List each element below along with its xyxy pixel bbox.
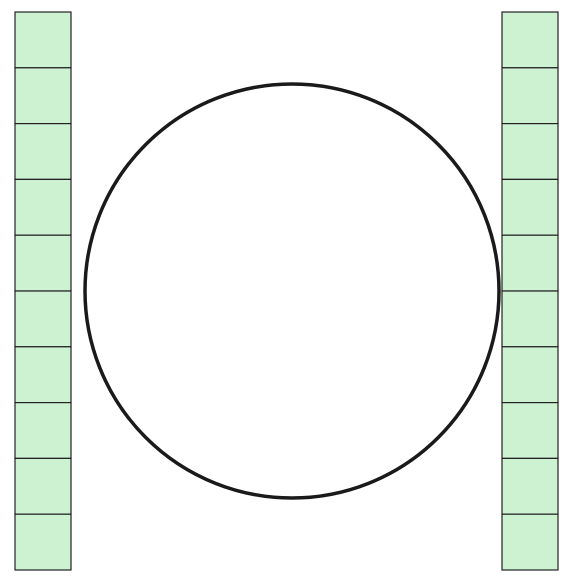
left-tile	[14, 346, 72, 404]
left-tile	[14, 513, 72, 571]
left-tile	[14, 11, 72, 69]
right-tile	[501, 178, 559, 236]
left-tile	[14, 290, 72, 348]
right-tile	[501, 122, 559, 180]
left-tile	[14, 234, 72, 292]
right-tile	[501, 513, 559, 571]
right-tile	[501, 67, 559, 125]
left-tile	[14, 178, 72, 236]
right-tile	[501, 457, 559, 515]
left-tile	[14, 457, 72, 515]
left-tile	[14, 402, 72, 460]
right-tile-column	[501, 11, 559, 571]
right-tile	[501, 346, 559, 404]
left-tile	[14, 67, 72, 125]
right-tile	[501, 290, 559, 348]
right-tile	[501, 402, 559, 460]
left-tile-column	[14, 11, 72, 571]
right-tile	[501, 234, 559, 292]
right-tile	[501, 11, 559, 69]
central-circle	[83, 82, 501, 500]
left-tile	[14, 122, 72, 180]
